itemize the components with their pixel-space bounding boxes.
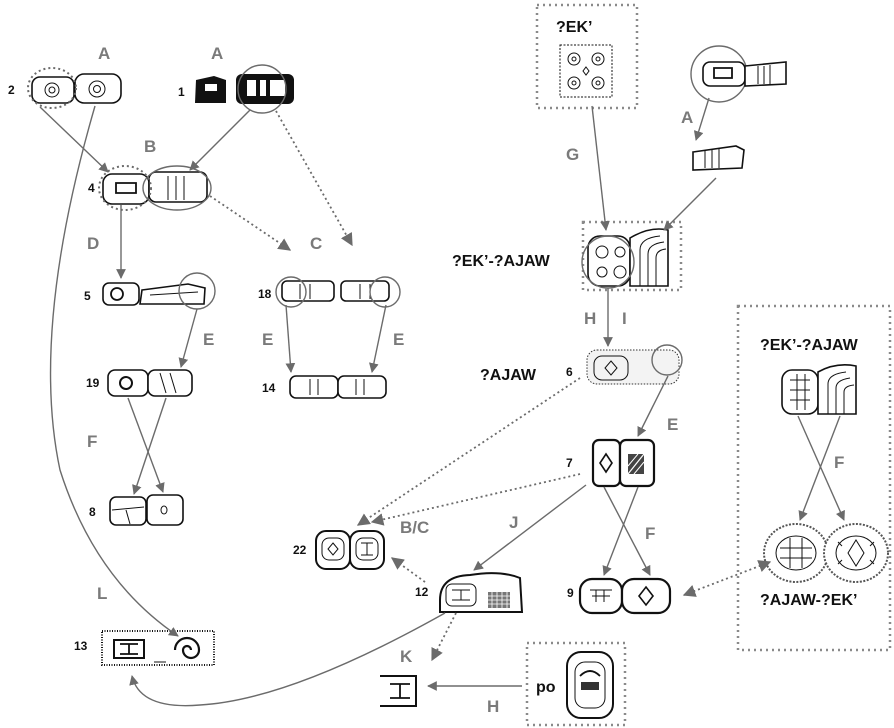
letter-e-left1: E [203,330,214,349]
glyph-k-result [380,676,416,706]
glyph-example-5 [103,273,215,309]
letter-j: J [509,513,518,532]
letter-h-bottom: H [487,697,499,716]
letter-f-left: F [87,432,97,451]
letter-g: G [566,145,579,164]
number-7: 7 [566,456,573,470]
ek-glyph [560,45,612,97]
glyph-example-12 [440,573,522,612]
number-22: 22 [293,543,307,557]
ek-ajaw-glyph [582,229,668,288]
letter-b: B [144,137,156,156]
reading-panel-top: ?EK’-?AJAW [760,337,859,354]
number-6: 6 [566,365,573,379]
number-18: 18 [258,287,272,301]
glyph-example-7 [593,440,654,486]
reading-po: po [536,679,556,696]
letter-a-mid-right: A [681,108,693,127]
reading-panel-bottom: ?AJAW-?EK’ [760,592,857,609]
glyph-example-18 [276,277,400,307]
letter-c: C [310,234,322,253]
glyph-example-1 [195,65,294,113]
glyph-top-right [691,46,786,102]
glyph-after-a-right [693,146,744,170]
reading-ajaw: ?AJAW [480,367,537,384]
number-1: 1 [178,85,185,99]
letter-k: K [400,647,413,666]
glyph-example-4 [99,166,211,210]
letter-a-left: A [98,44,110,63]
glyph-example-19 [108,370,192,396]
number-5: 5 [84,289,91,303]
po-glyph [567,652,613,718]
panel-ek-ajaw-glyph [782,365,856,414]
letter-f-right: F [645,524,655,543]
reading-ek-ajaw: ?EK’-?AJAW [452,253,551,270]
glyph-example-13 [102,631,214,665]
letter-e-right: E [667,415,678,434]
letter-bc: B/C [400,518,429,537]
glyph-example-14 [290,376,386,398]
letter-a-right: A [211,44,223,63]
letter-e-left2: E [262,330,273,349]
number-8: 8 [89,505,96,519]
number-12: 12 [415,585,429,599]
letter-d: D [87,234,99,253]
number-2: 2 [8,83,15,97]
number-14: 14 [262,381,276,395]
letter-l: L [97,584,107,603]
reading-ek: ?EK’ [556,19,592,36]
number-13: 13 [74,639,88,653]
glyph-example-9 [580,579,670,613]
glyph-example-6 [587,345,682,384]
letter-e-left3: E [393,330,404,349]
number-19: 19 [86,376,100,390]
letter-h-top: H [584,309,596,328]
letter-f-panel: F [834,453,844,472]
number-9: 9 [567,586,574,600]
glyph-example-8 [110,495,183,525]
glyph-example-2 [28,68,121,108]
glyph-example-22 [316,531,384,569]
letter-i: I [622,309,627,328]
transformation-letter-labels: A A B D C E E E F L A G H I E J F B/C K … [87,44,844,716]
number-4: 4 [88,181,95,195]
panel-ajaw-ek-glyph [764,524,888,582]
